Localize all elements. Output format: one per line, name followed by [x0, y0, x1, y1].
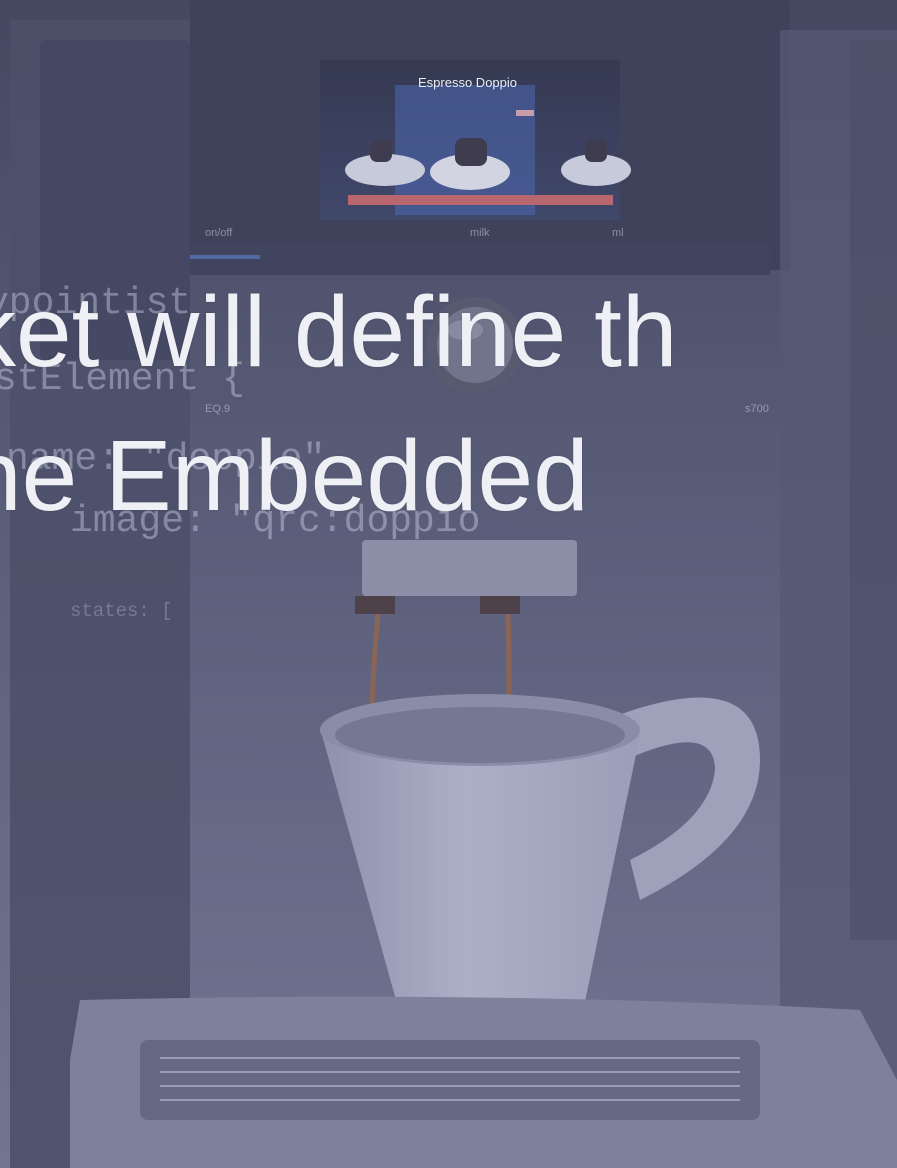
machine-display-title: Espresso Doppio: [418, 75, 517, 90]
ml-button-label: ml: [612, 227, 624, 239]
code-line-1: ypointist: [0, 282, 192, 325]
milk-button-label: milk: [470, 227, 490, 239]
headline-line-1: ket will define th: [0, 276, 678, 388]
headline-line-2: ne Embedded: [0, 420, 589, 532]
code-line-4: image: "qrc:doppio: [70, 500, 481, 543]
model-label: EQ.9: [205, 403, 231, 415]
onoff-button-label: on/off: [205, 227, 233, 239]
series-label: s700: [745, 403, 769, 415]
code-line-2: stElement {: [0, 358, 245, 401]
code-line-5: states: [: [70, 600, 173, 622]
code-line-3: name: "doppio": [6, 438, 326, 481]
